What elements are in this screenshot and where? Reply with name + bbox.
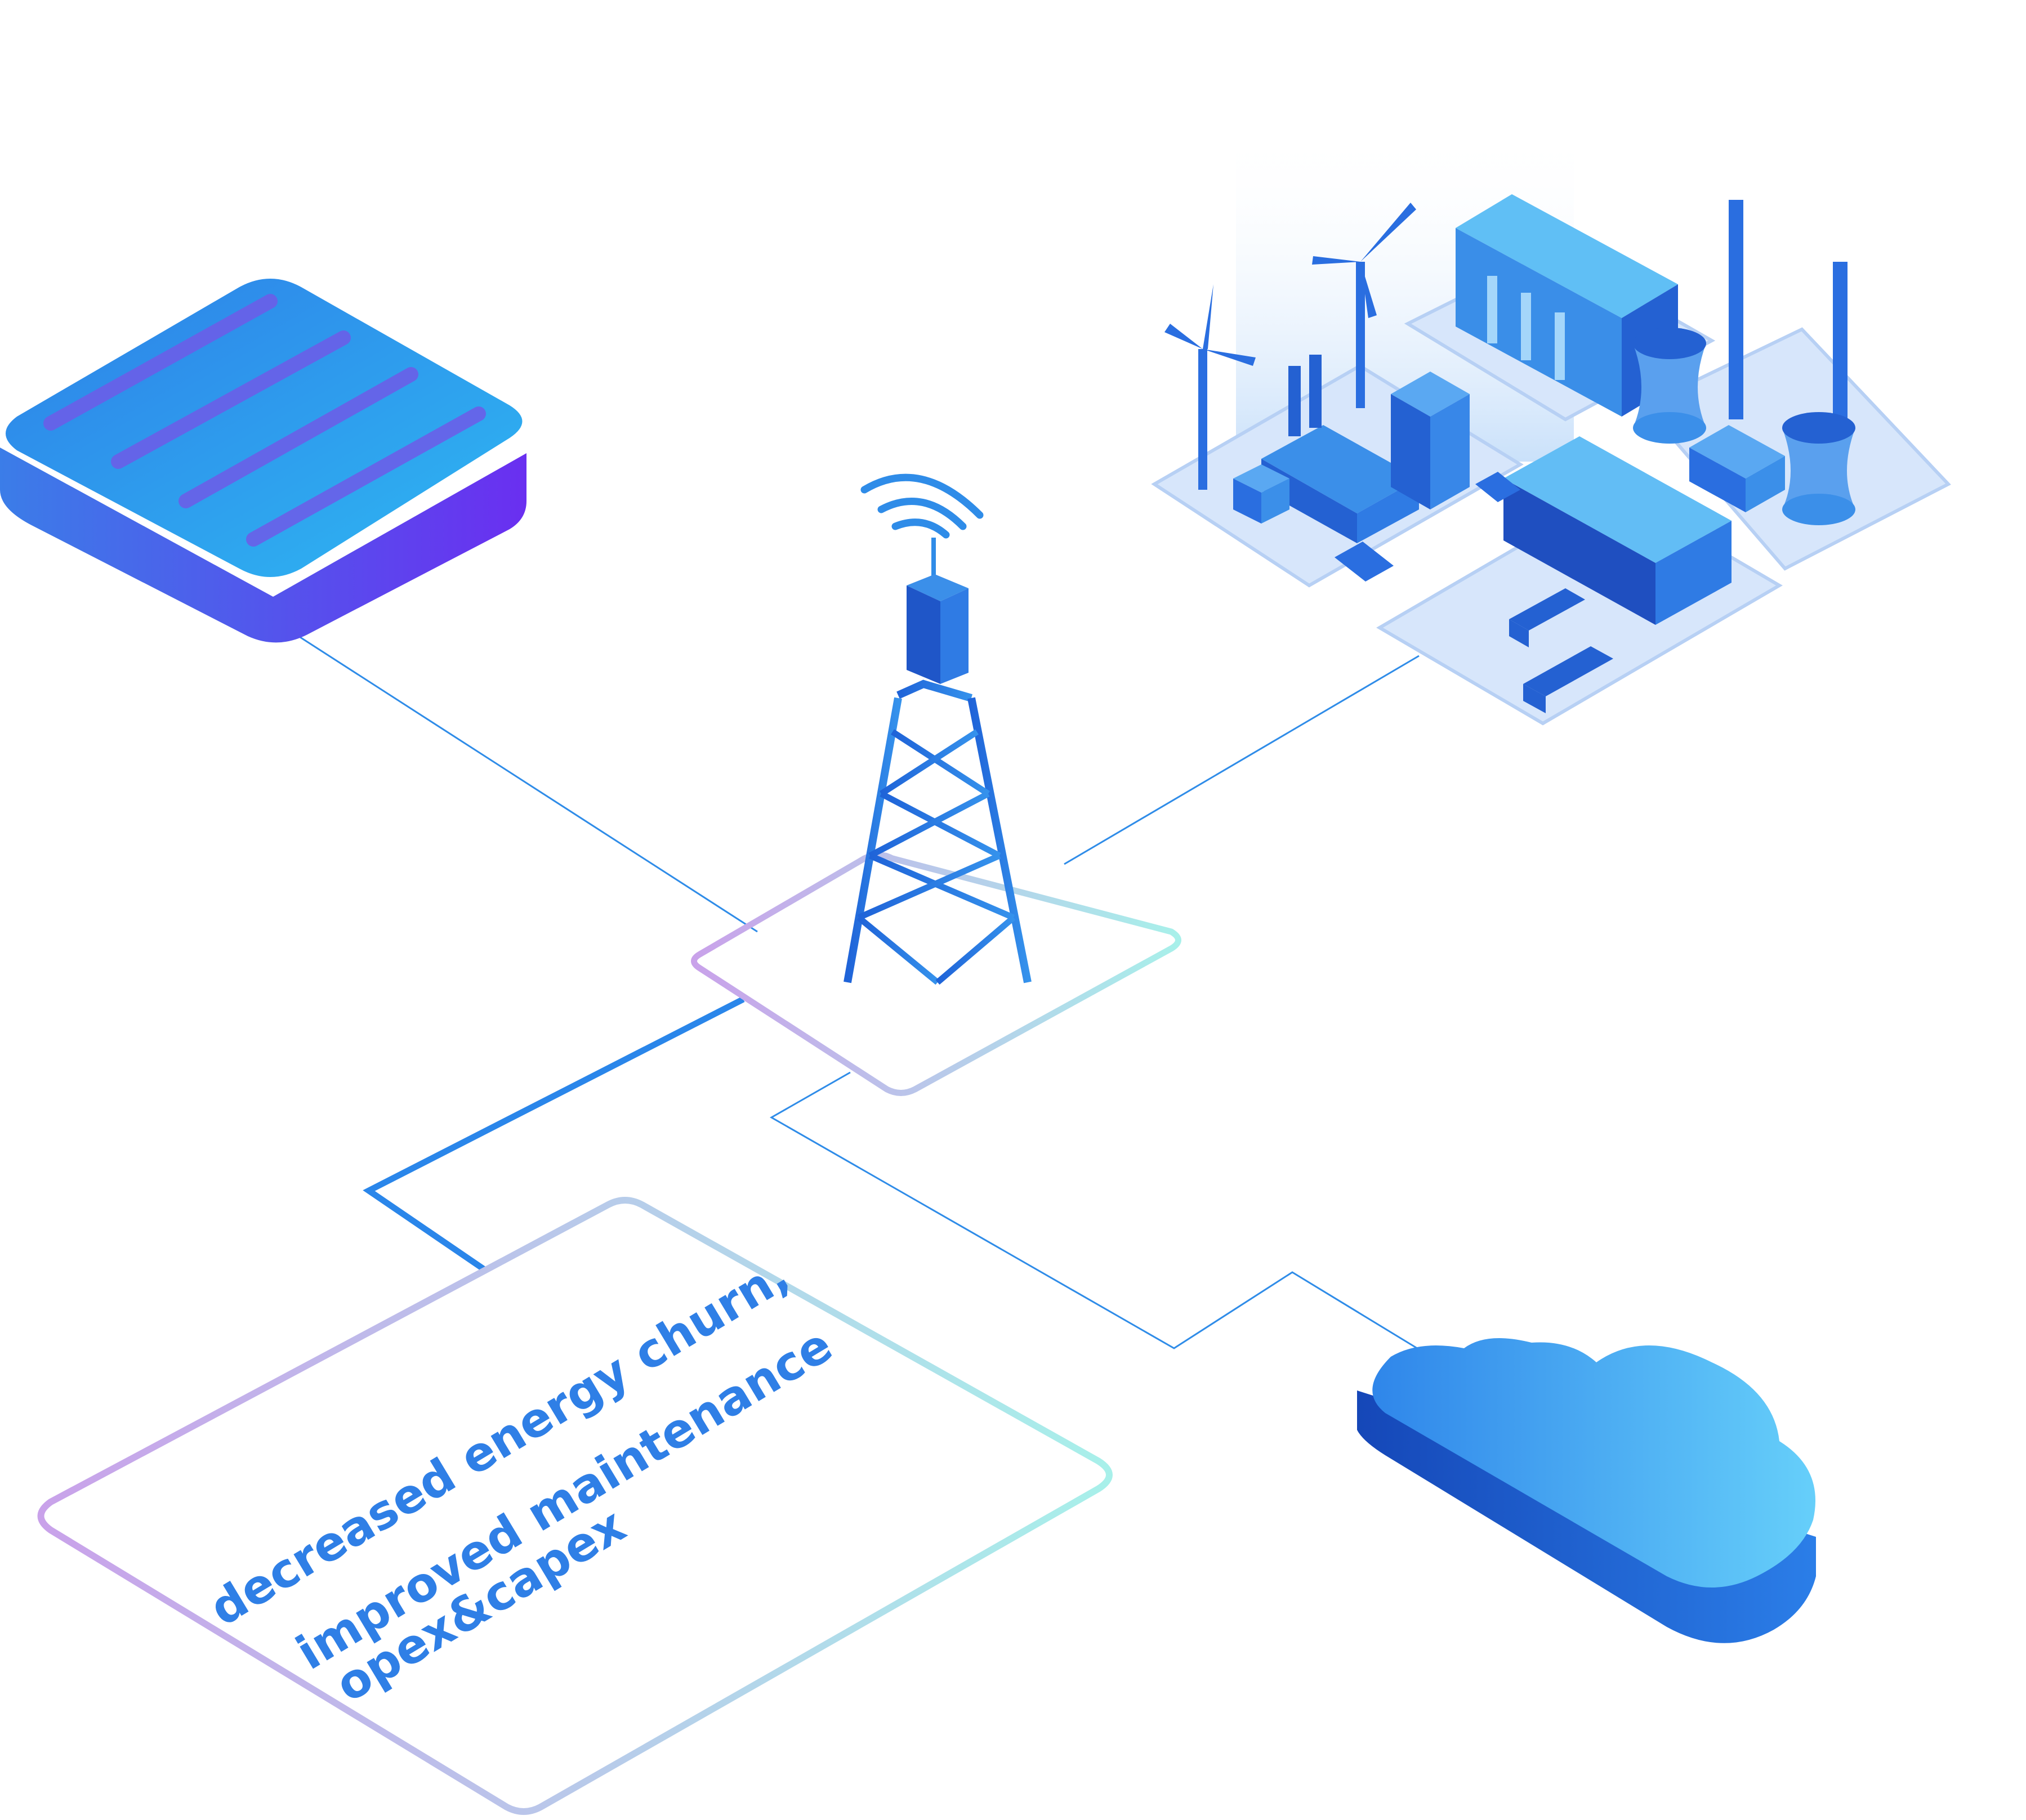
small-house [1233, 464, 1289, 524]
connector-server-to-tower [298, 635, 758, 933]
office-tower [1391, 372, 1470, 509]
wind-turbine-2 [1312, 203, 1416, 408]
plant-block [1689, 425, 1785, 512]
wifi-signal-icon [860, 473, 984, 539]
cell-tower-icon [844, 473, 1032, 1030]
benefits-panel: decreased energy churn, improved mainten… [37, 1197, 1113, 1815]
wind-turbine-1 [1164, 284, 1256, 490]
benefits-panel-frame [37, 1197, 1113, 1815]
solar-panels [1335, 472, 1520, 582]
connector-tower-to-panel [363, 996, 745, 1272]
server-box-top [6, 279, 523, 577]
cloud-top [1372, 1338, 1815, 1588]
connector-lines [298, 635, 1422, 1352]
warehouse-building [1503, 436, 1732, 625]
server-box-side [0, 448, 526, 643]
server-box-icon [0, 279, 526, 643]
connector-industry-to-tower [1064, 655, 1420, 865]
trucks [1509, 588, 1613, 713]
energy-industry-icon [1151, 129, 1951, 726]
tower-head [907, 574, 969, 684]
cooling-towers [1633, 328, 1855, 525]
server-box-slots [43, 294, 486, 547]
connector-tower-to-cloud [769, 1071, 1422, 1352]
cloud-icon [1357, 1338, 1816, 1643]
